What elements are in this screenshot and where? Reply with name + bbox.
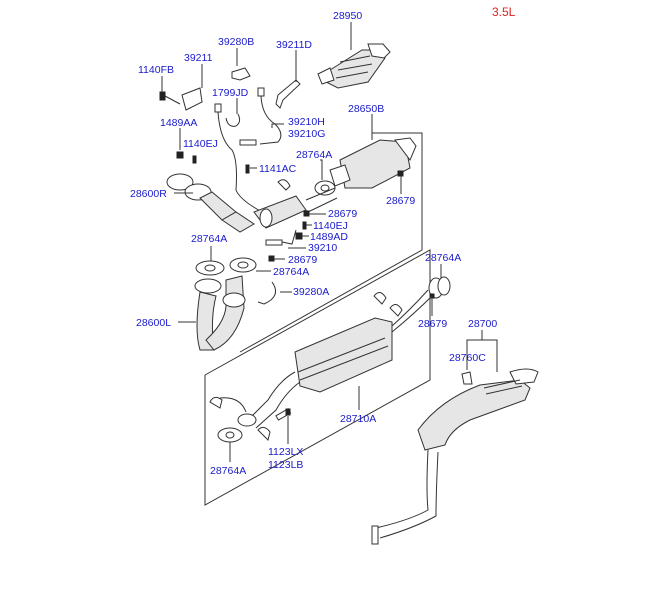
- gasket-28764A-1[interactable]: [314, 180, 336, 196]
- bracket-39211[interactable]: [181, 87, 203, 111]
- label-39211: 39211: [184, 52, 213, 64]
- bolt-1123LX[interactable]: [275, 408, 292, 421]
- label-1123LX: 1123LX: [268, 446, 303, 458]
- label-1489AA: 1489AA: [160, 117, 197, 129]
- label-1489AD: 1489AD: [310, 231, 348, 243]
- nut-28679-2[interactable]: [397, 170, 404, 177]
- bracket-39280B[interactable]: [231, 67, 251, 81]
- gasket-28764A-5[interactable]: [217, 427, 243, 443]
- bolt-1140EJ-top[interactable]: [192, 155, 197, 164]
- bracket-39280A[interactable]: [257, 281, 277, 305]
- nut-28679-1[interactable]: [303, 210, 310, 217]
- nut-1489AA[interactable]: [176, 151, 184, 159]
- bolt-1140FB[interactable]: [159, 91, 181, 105]
- label-39210: 39210: [308, 242, 337, 254]
- bolt-1141AC[interactable]: [245, 164, 250, 174]
- bracket-39211D[interactable]: [275, 79, 301, 109]
- label-39211D: 39211D: [276, 39, 312, 51]
- label-39210G: 39210G: [288, 128, 325, 140]
- label-1799JD: 1799JD: [212, 87, 249, 99]
- bolt-1140EJ-mid[interactable]: [302, 221, 307, 230]
- label-28700: 28700: [468, 318, 497, 330]
- converter-28650B[interactable]: [329, 137, 417, 189]
- label-1140FB: 1140FB: [138, 64, 174, 76]
- nut-1489AD[interactable]: [295, 232, 303, 240]
- label-1123LB: 1123LB: [268, 459, 303, 471]
- oxygen-sensor-wire-39210[interactable]: [214, 87, 282, 213]
- label-28710A: 28710A: [340, 413, 376, 425]
- clip-1799JD[interactable]: [225, 113, 241, 127]
- label-28760C: 28760C: [449, 352, 486, 364]
- label-28600R: 28600R: [130, 188, 167, 200]
- gasket-28764A-3[interactable]: [229, 257, 257, 273]
- label-1140EJ-top: 1140EJ: [183, 138, 218, 150]
- label-28764A-1: 28764A: [296, 149, 332, 161]
- front-catalyst-pipe[interactable]: [253, 179, 338, 229]
- center-muffler-28710A[interactable]: [209, 289, 433, 441]
- label-1141AC: 1141AC: [259, 163, 297, 175]
- frame-outline-upper: [239, 132, 423, 353]
- label-28650B: 28650B: [348, 103, 384, 115]
- label-28679-2: 28679: [386, 195, 415, 207]
- label-28950: 28950: [333, 10, 362, 22]
- front-pipe-28600L[interactable]: [194, 275, 246, 351]
- gasket-28764A-4[interactable]: [428, 276, 451, 299]
- label-28764A-5: 28764A: [210, 465, 246, 477]
- label-1140EJ-mid: 1140EJ: [313, 220, 348, 232]
- label-28679-3: 28679: [288, 254, 317, 266]
- engine-tag: 3.5L: [492, 5, 516, 19]
- label-39280B: 39280B: [218, 36, 254, 48]
- label-28600L: 28600L: [136, 317, 171, 329]
- label-28764A-2: 28764A: [191, 233, 227, 245]
- oxygen-sensor-39210[interactable]: [265, 229, 297, 246]
- gasket-28764A-2[interactable]: [195, 260, 225, 276]
- label-39280A: 39280A: [293, 286, 329, 298]
- leader-39210H: [271, 123, 284, 128]
- rear-muffler-28700[interactable]: [371, 368, 539, 545]
- label-28679-4: 28679: [418, 318, 447, 330]
- catalytic-converter-28950[interactable]: [317, 43, 391, 89]
- label-39210H: 39210H: [288, 116, 325, 128]
- label-28764A-3: 28764A: [273, 266, 309, 278]
- frame-outline: [204, 249, 431, 506]
- nut-28679-3[interactable]: [268, 255, 275, 262]
- label-28764A-4: 28764A: [425, 252, 461, 264]
- front-pipe-28600R[interactable]: [166, 173, 255, 233]
- label-28679-1: 28679: [328, 208, 357, 220]
- leader-28764A-1: [320, 159, 323, 180]
